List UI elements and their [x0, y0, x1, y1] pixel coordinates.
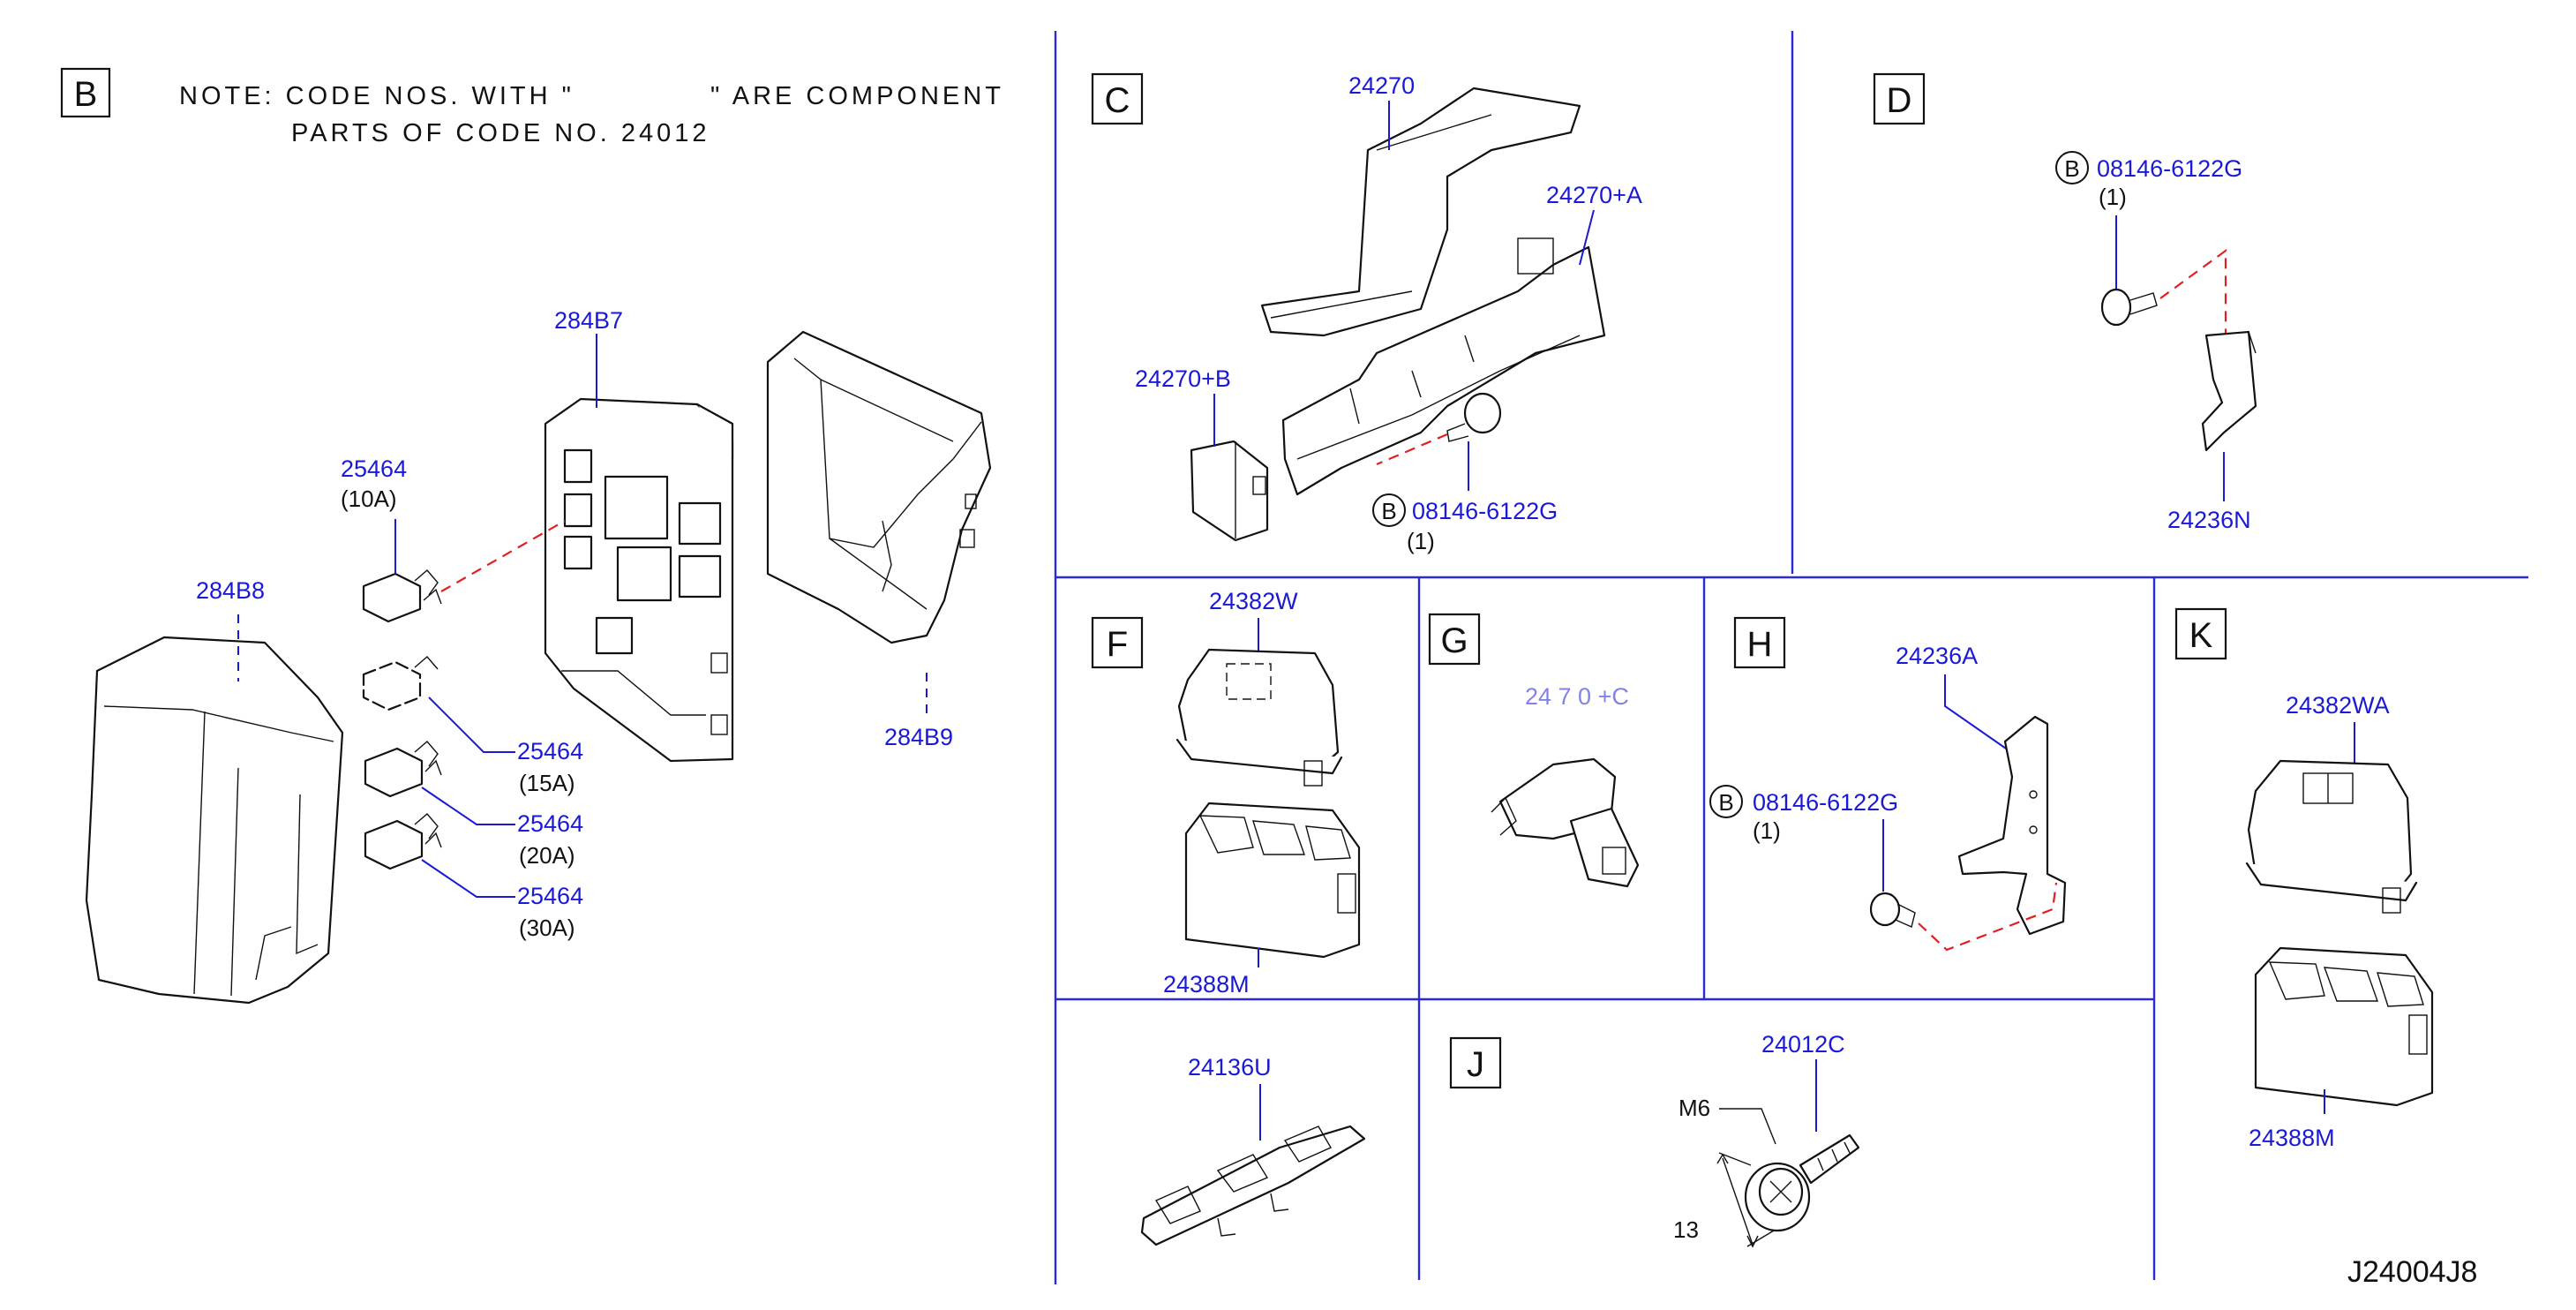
relay-block-24388m-k-drawing: [2254, 946, 2434, 1107]
svg-text:H: H: [1747, 625, 1773, 664]
fuse-30a-rating: (30A): [519, 915, 575, 941]
bracket-24270-drawing: [1260, 87, 1581, 337]
fuse-20a-drawing: [364, 741, 442, 798]
bracket-24236a-drawing: [1957, 715, 2067, 936]
fuse-20a-rating: (20A): [519, 842, 575, 869]
svg-text:B: B: [74, 75, 98, 114]
svg-text:D: D: [1887, 81, 1912, 120]
label-24012c: 24012C: [1761, 1031, 1845, 1058]
label-g-partial: 24 7 0 +C: [1525, 683, 1629, 710]
bolt-h-drawing: [1869, 892, 1916, 928]
leader-fuse-30a: [421, 859, 515, 898]
svg-text:PARTS OF CODE NO. 24012: PARTS OF CODE NO. 24012: [291, 119, 710, 147]
tray-284b9-drawing: [766, 330, 992, 644]
label-284b7: 284B7: [554, 307, 623, 334]
cover-24270b-drawing: [1190, 440, 1269, 542]
section-label-g: G: [1428, 613, 1481, 666]
svg-text:K: K: [2189, 616, 2213, 655]
bolt-h-guide: [1918, 882, 2058, 952]
svg-text:" ARE COMPONENT: " ARE COMPONENT: [710, 82, 1004, 110]
junction-box-284b7-drawing: [544, 397, 734, 763]
cover-284b8-drawing: [85, 636, 344, 1005]
svg-text:B: B: [2064, 155, 2079, 182]
dimension-13: [1716, 1152, 1775, 1248]
relay-block-24388m-drawing: [1184, 802, 1361, 959]
connector-g-drawing: [1491, 757, 1640, 888]
label-24270a: 24270+A: [1546, 182, 1642, 208]
section-label-f: F: [1091, 616, 1144, 669]
label-24382wa: 24382WA: [2286, 692, 2390, 719]
svg-text:F: F: [1107, 625, 1128, 664]
section-label-h: H: [1733, 616, 1786, 669]
section-grid: [1054, 31, 2528, 1284]
diagram-code: J24004J8: [2347, 1255, 2477, 1289]
bolt-h-symbol: B: [1709, 785, 1743, 818]
label-m6: M6: [1679, 1095, 1710, 1121]
label-bolt-h: 08146-6122G: [1753, 789, 1898, 816]
fuse-30a-drawing: [364, 813, 442, 870]
leader-fuse-15a: [428, 696, 515, 753]
qty-bolt-c: (1): [1407, 528, 1435, 554]
leader-24270a: [1579, 209, 1595, 266]
label-24270b: 24270+B: [1135, 365, 1231, 392]
section-label-k: K: [2174, 607, 2227, 660]
label-13: 13: [1673, 1216, 1699, 1243]
leader-fuse-20a: [421, 787, 515, 825]
label-bolt-c: 08146-6122G: [1412, 498, 1558, 524]
fuse-20a-code: 25464: [517, 810, 583, 837]
svg-text:C: C: [1105, 81, 1130, 120]
section-label-j: J: [1449, 1036, 1502, 1089]
bolt-c-guide: [1376, 433, 1448, 466]
section-label-d: D: [1873, 72, 1926, 125]
label-bolt-d: 08146-6122G: [2097, 155, 2242, 182]
qty-bolt-d: (1): [2099, 184, 2127, 210]
label-24136u: 24136U: [1188, 1054, 1272, 1080]
section-label-b: B: [60, 67, 111, 118]
fuse-30a-code: 25464: [517, 883, 583, 909]
qty-bolt-h: (1): [1753, 817, 1781, 844]
label-24236n: 24236N: [2167, 507, 2251, 533]
bolt-24012c-drawing: [1744, 1133, 1860, 1232]
svg-text:J: J: [1467, 1045, 1484, 1084]
label-24388m-f: 24388M: [1163, 971, 1250, 998]
bracket-24270a-drawing: [1281, 237, 1606, 496]
fuse-15a-drawing: [362, 656, 439, 711]
label-284b9: 284B9: [884, 724, 953, 750]
fuse-10a-code: 25464: [341, 455, 407, 482]
svg-text:G: G: [1440, 621, 1468, 660]
label-24236a: 24236A: [1896, 643, 1978, 669]
bolt-c-drawing: [1446, 392, 1502, 442]
fuse-15a-rating: (15A): [519, 770, 575, 796]
relay-cover-24382wa-drawing: [2245, 759, 2418, 914]
fuse-10a-drawing: [362, 569, 442, 623]
bolt-d-symbol: B: [2055, 151, 2089, 184]
label-24388m-k: 24388M: [2249, 1125, 2335, 1151]
fuse-10a-rating: (10A): [341, 486, 397, 512]
relay-cover-24382w-drawing: [1175, 648, 1343, 787]
fuse-15a-code: 25464: [517, 738, 583, 764]
section-label-c: C: [1091, 72, 1144, 125]
note-text: NOTE: CODE NOS. WITH " " ARE COMPONENT P…: [179, 82, 1004, 147]
leader-m6: [1719, 1108, 1776, 1145]
leader-24236a: [1944, 674, 2009, 751]
svg-text:NOTE: CODE NOS. WITH ": NOTE: CODE NOS. WITH ": [179, 82, 575, 110]
fuse-10a-guide: [440, 520, 566, 592]
svg-text:B: B: [1718, 789, 1733, 816]
clip-24136u-drawing: [1140, 1125, 1366, 1246]
label-24382w: 24382W: [1209, 588, 1298, 614]
bracket-24236n-drawing: [2201, 330, 2257, 452]
bolt-d-drawing: [2100, 288, 2158, 327]
bolt-c-symbol: B: [1372, 493, 1406, 527]
label-24270: 24270: [1348, 72, 1415, 99]
svg-text:B: B: [1381, 498, 1396, 524]
label-284b8: 284B8: [196, 577, 265, 604]
